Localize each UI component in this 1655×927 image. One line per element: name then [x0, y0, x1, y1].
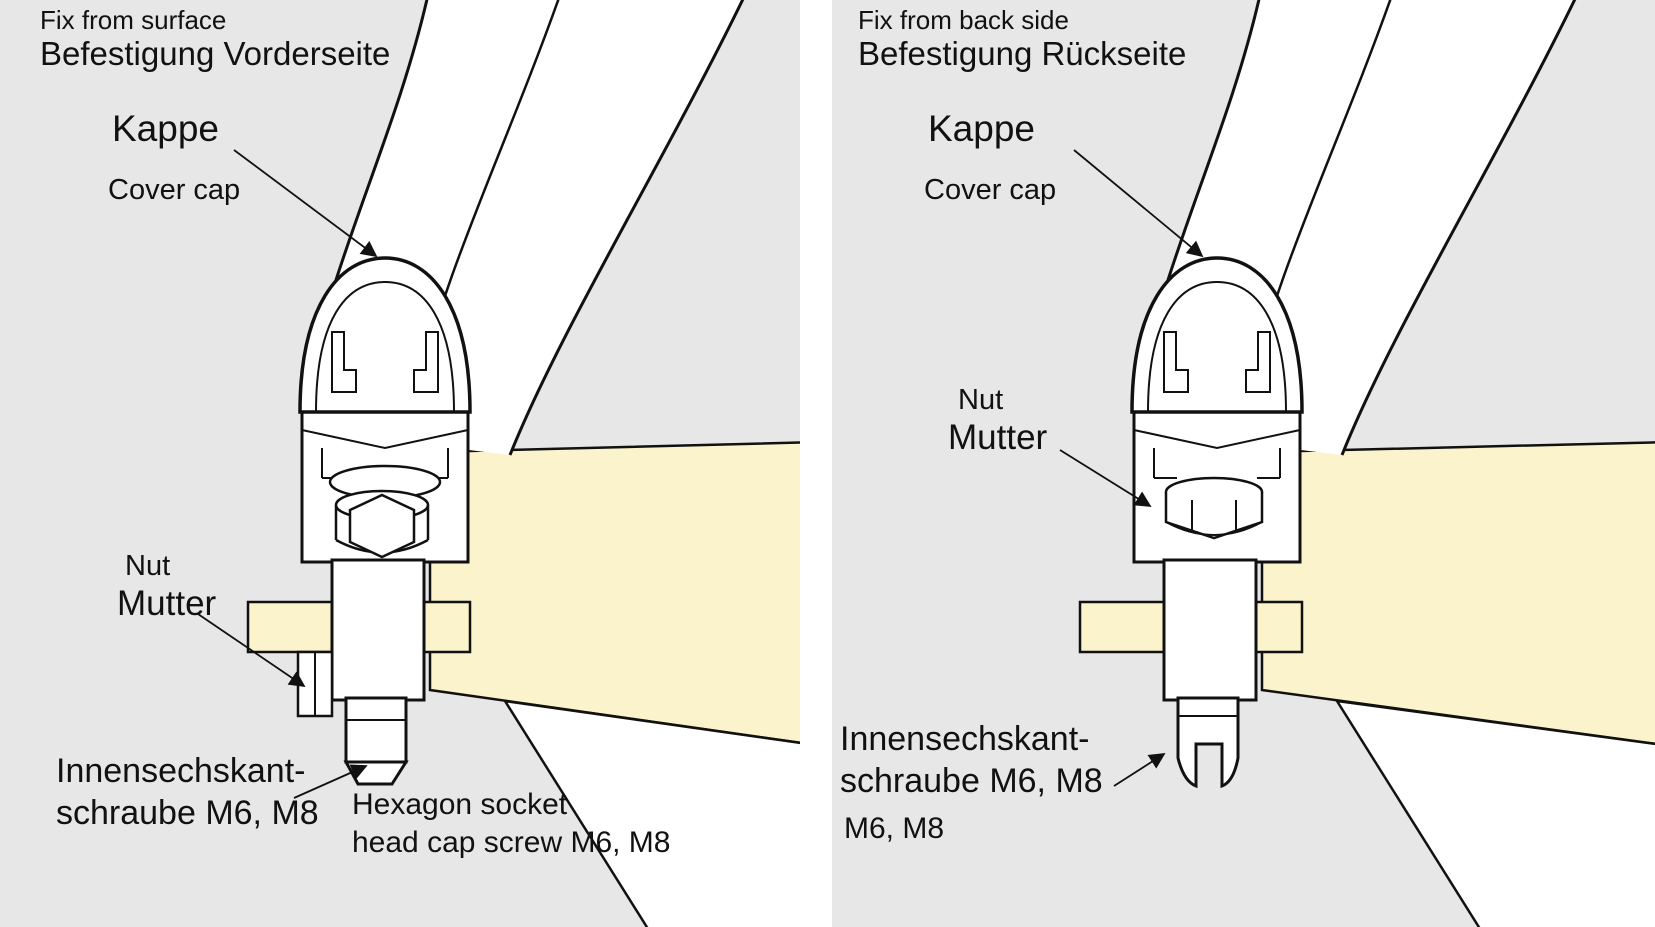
handle-leg — [1132, 403, 1302, 789]
screw-tip — [1176, 696, 1240, 789]
cap-label-de: Kappe — [112, 108, 219, 149]
screw-label-en-1: Hexagon socket — [352, 788, 568, 821]
screw-leader — [293, 764, 368, 799]
nut-body — [1164, 492, 1264, 540]
title-de: Befestigung Rückseite — [858, 35, 1187, 72]
cap-clip-left — [1163, 331, 1189, 393]
cover-cap — [1130, 256, 1304, 414]
cap-clip-right — [1245, 331, 1271, 393]
hex-socket — [348, 493, 416, 559]
screw-label-de-2: schraube M6, M8 — [56, 794, 319, 832]
cap-leader — [233, 149, 378, 258]
handle-leg — [296, 403, 470, 786]
screw-label-de-1: Innensechskant- — [56, 752, 306, 790]
title-en: Fix from surface — [40, 5, 227, 35]
nut-leader — [1059, 449, 1152, 507]
screw-label-de-1: Innensechskant- — [840, 720, 1090, 758]
nut-label-en: Nut — [125, 550, 171, 582]
nut-label-de: Mutter — [117, 584, 217, 623]
cap-label-en: Cover cap — [108, 174, 241, 206]
nut-leader — [197, 613, 306, 688]
screw-label-en-2: head cap screw M6, M8 — [352, 826, 671, 859]
board-front-face — [1334, 699, 1655, 927]
handle-cross-section-front-fix — [0, 0, 800, 927]
cover-cap — [298, 256, 472, 414]
screw-boss — [330, 558, 426, 702]
panel-fix-from-surface: Fix from surface Befestigung Vorderseite… — [0, 0, 800, 927]
cavity-detail — [1153, 448, 1281, 540]
cap-clip-left — [331, 331, 357, 393]
screw-boss — [1162, 558, 1258, 702]
title-en: Fix from back side — [858, 5, 1069, 35]
panel-fix-from-back-side: Fix from back side Befestigung Rückseite… — [832, 0, 1655, 927]
screw-size-label: M6, M8 — [844, 812, 945, 845]
cap-clip-right — [413, 331, 439, 393]
nut-label-en: Nut — [958, 384, 1004, 416]
screw-label-de-2: schraube M6, M8 — [840, 762, 1103, 800]
cap-label-de: Kappe — [928, 108, 1035, 149]
leg-top-rim — [301, 429, 469, 450]
hexagon-socket-screw — [1176, 696, 1240, 789]
cap-leader — [1073, 149, 1204, 258]
leader-lines — [1059, 149, 1204, 787]
title-de: Befestigung Vorderseite — [40, 35, 391, 72]
leader-lines — [197, 149, 378, 799]
board-front-face — [502, 699, 800, 927]
nut-label-de: Mutter — [948, 418, 1048, 457]
screw-leader — [1113, 753, 1166, 787]
cavity-detail — [321, 448, 449, 559]
leg-top-rim — [1133, 429, 1301, 450]
nut — [296, 650, 334, 718]
cap-label-en: Cover cap — [924, 174, 1057, 206]
handle-cross-section-back-fix — [832, 0, 1655, 927]
